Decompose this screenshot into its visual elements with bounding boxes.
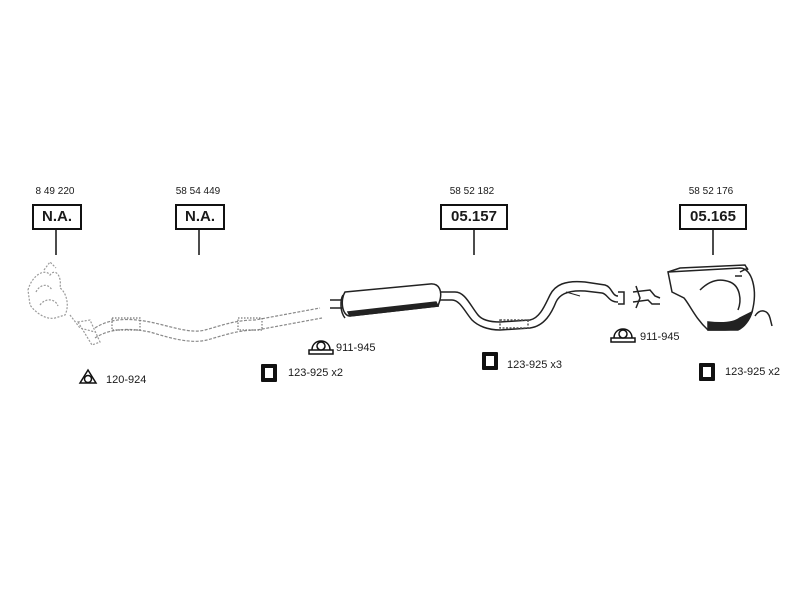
accessory-label-mount-3: 123-925 x2	[725, 366, 781, 378]
accessory-label-clamp-1: 911-945	[336, 342, 376, 354]
rubber-mount-icon	[482, 352, 498, 370]
clamp-icon	[308, 340, 334, 355]
part-ref-3: 58 52 182	[449, 186, 495, 197]
clamp-icon	[610, 328, 636, 343]
part-code-box-1[interactable]: N.A.	[32, 204, 82, 230]
centre-silencer	[330, 280, 625, 331]
part-ref-4: 58 52 176	[688, 186, 734, 197]
rubber-mount-icon	[261, 364, 277, 382]
accessory-label-clamp-2: 911-945	[640, 331, 680, 343]
rubber-mount-icon	[699, 363, 715, 381]
rear-silencer	[632, 264, 773, 331]
front-pipe	[94, 307, 323, 342]
accessory-label-gasket: 120-924	[106, 374, 147, 386]
gasket-icon	[78, 368, 98, 384]
part-ref-1: 8 49 220	[35, 186, 75, 197]
part-code-box-4[interactable]: 05.165	[679, 204, 747, 230]
part-ref-2: 58 54 449	[175, 186, 221, 197]
part-code-box-3[interactable]: 05.157	[440, 204, 508, 230]
accessory-label-mount-1: 123-925 x2	[288, 367, 344, 379]
accessory-label-mount-2: 123-925 x3	[507, 359, 563, 371]
leader-lines	[55, 230, 714, 255]
exhaust-manifold	[27, 261, 101, 346]
part-code-box-2[interactable]: N.A.	[175, 204, 225, 230]
